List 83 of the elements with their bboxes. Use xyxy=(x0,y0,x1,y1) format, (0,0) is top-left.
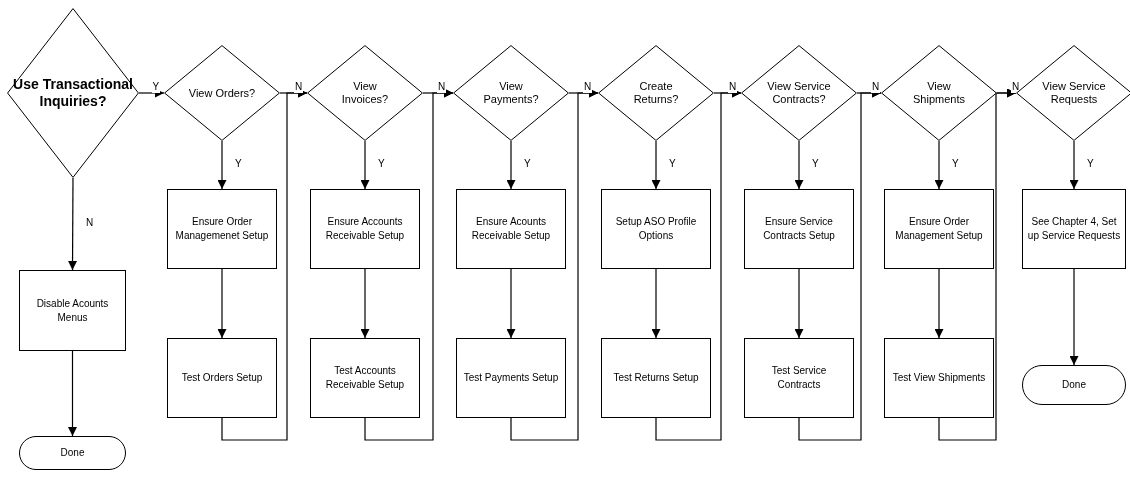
edge-label: Y xyxy=(523,158,532,170)
edge-label: N xyxy=(871,81,881,93)
arrow xyxy=(938,88,1017,441)
question-text: View Service Requests xyxy=(1041,80,1107,106)
arrow xyxy=(221,88,308,441)
step-text: Test Accounts Receivable Setup xyxy=(324,364,406,392)
process-box xyxy=(167,338,277,418)
terminator xyxy=(1022,365,1126,405)
step-text: Done xyxy=(1061,378,1087,392)
arrow xyxy=(794,140,804,190)
edge-label: Y xyxy=(1086,158,1095,170)
step-text: Disable Acounts Menus xyxy=(35,296,110,325)
arrow xyxy=(651,268,661,339)
edge-label: N xyxy=(437,81,447,93)
arrow xyxy=(1069,140,1079,190)
arrow xyxy=(1069,268,1079,366)
edge-label: Y xyxy=(811,158,820,170)
step-text: Test Payments Setup xyxy=(462,371,560,385)
decision-diamond xyxy=(741,45,857,141)
question-text: View Orders? xyxy=(188,86,256,100)
arrow xyxy=(364,88,454,441)
process-box xyxy=(456,338,566,418)
process-box xyxy=(456,189,566,269)
step-text: Ensure Accounts Receivable Setup xyxy=(324,215,406,243)
process-box xyxy=(19,270,126,351)
step-text: Ensure Order Management Setup xyxy=(894,215,984,243)
process-box xyxy=(310,338,420,418)
step-text: Test Orders Setup xyxy=(180,371,264,385)
edge-label: Y xyxy=(151,81,161,93)
arrow xyxy=(934,140,944,190)
arrow xyxy=(138,88,165,98)
process-box xyxy=(167,189,277,269)
process-box xyxy=(601,189,711,269)
arrow xyxy=(934,268,944,339)
decision-diamond xyxy=(598,45,714,141)
question-text: View Shipments xyxy=(912,80,966,106)
process-box xyxy=(1022,189,1126,269)
decision-diamond xyxy=(881,45,997,141)
process-box xyxy=(310,189,420,269)
terminator xyxy=(19,436,126,470)
arrow xyxy=(794,268,804,339)
process-box xyxy=(744,189,854,269)
decision-diamond xyxy=(164,45,280,141)
edge-label: N xyxy=(583,81,593,93)
edge-label: Y xyxy=(234,158,243,170)
arrow xyxy=(360,140,370,190)
process-box xyxy=(884,338,994,418)
arrow xyxy=(651,140,661,190)
arrow xyxy=(68,177,78,271)
step-text: Test Returns Setup xyxy=(612,371,700,385)
process-box xyxy=(601,338,711,418)
question-text: Create Returns? xyxy=(632,80,680,106)
process-box xyxy=(744,338,854,418)
step-text: Setup ASO Profile Options xyxy=(614,215,698,243)
arrow xyxy=(506,268,516,339)
step-text: Ensure Service Contracts Setup xyxy=(762,215,836,243)
arrow xyxy=(217,140,227,190)
step-text: Ensure Acounts Receivable Setup xyxy=(470,215,552,243)
decision-diamond xyxy=(307,45,423,141)
arrow xyxy=(68,350,77,437)
step-text: Test Service Contracts xyxy=(770,364,828,392)
step-text: Done xyxy=(59,446,86,460)
step-text: Test View Shipments xyxy=(891,371,987,385)
question-text: View Service Contracts? xyxy=(766,80,832,106)
arrow xyxy=(506,140,516,190)
question-text: View Invoices? xyxy=(340,80,390,106)
decision-diamond xyxy=(7,8,139,178)
arrow xyxy=(360,268,370,339)
step-text: See Chapter 4, Set up Service Requests xyxy=(1026,215,1122,243)
edge-label: Y xyxy=(668,158,677,170)
edge-label: Y xyxy=(377,158,386,170)
edge-label: N xyxy=(728,81,738,93)
question-text: View Payments? xyxy=(482,80,540,106)
edge-label: Y xyxy=(951,158,960,170)
arrow xyxy=(655,88,742,441)
decision-diamond xyxy=(453,45,569,141)
process-box xyxy=(884,189,994,269)
step-text: Ensure Order Managemenet Setup xyxy=(174,215,270,243)
question-text: Use Transactional Inquiries? xyxy=(12,76,134,110)
edge-label: N xyxy=(294,81,304,93)
arrow xyxy=(510,88,599,441)
edge-label: N xyxy=(85,217,95,229)
arrow xyxy=(217,268,227,339)
